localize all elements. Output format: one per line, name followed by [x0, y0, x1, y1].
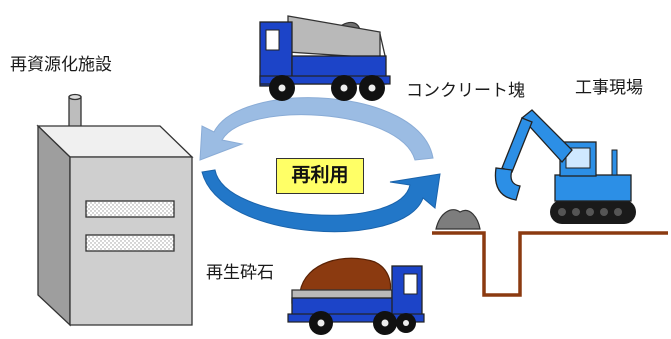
- cycle-arrow-icon: [199, 97, 441, 233]
- recycling-facility-icon: [36, 93, 194, 327]
- label-recycling-facility: 再資源化施設: [10, 55, 112, 75]
- reuse-badge: 再利用: [276, 158, 364, 194]
- aggregate-load: [299, 257, 392, 293]
- upper-cycle-arrow: [199, 97, 434, 161]
- concrete-pile: [435, 209, 481, 230]
- label-construction-site: 工事現場: [575, 78, 643, 98]
- dump-truck-icon: [259, 15, 391, 101]
- trench-ground: [432, 231, 668, 297]
- label-concrete-lump: コンクリート塊: [406, 81, 525, 101]
- lower-cycle-arrow: [201, 169, 441, 233]
- label-recycled-aggregate: 再生砕石: [206, 263, 274, 283]
- dump-truck-icon: [287, 257, 425, 335]
- excavator-icon: [494, 109, 636, 224]
